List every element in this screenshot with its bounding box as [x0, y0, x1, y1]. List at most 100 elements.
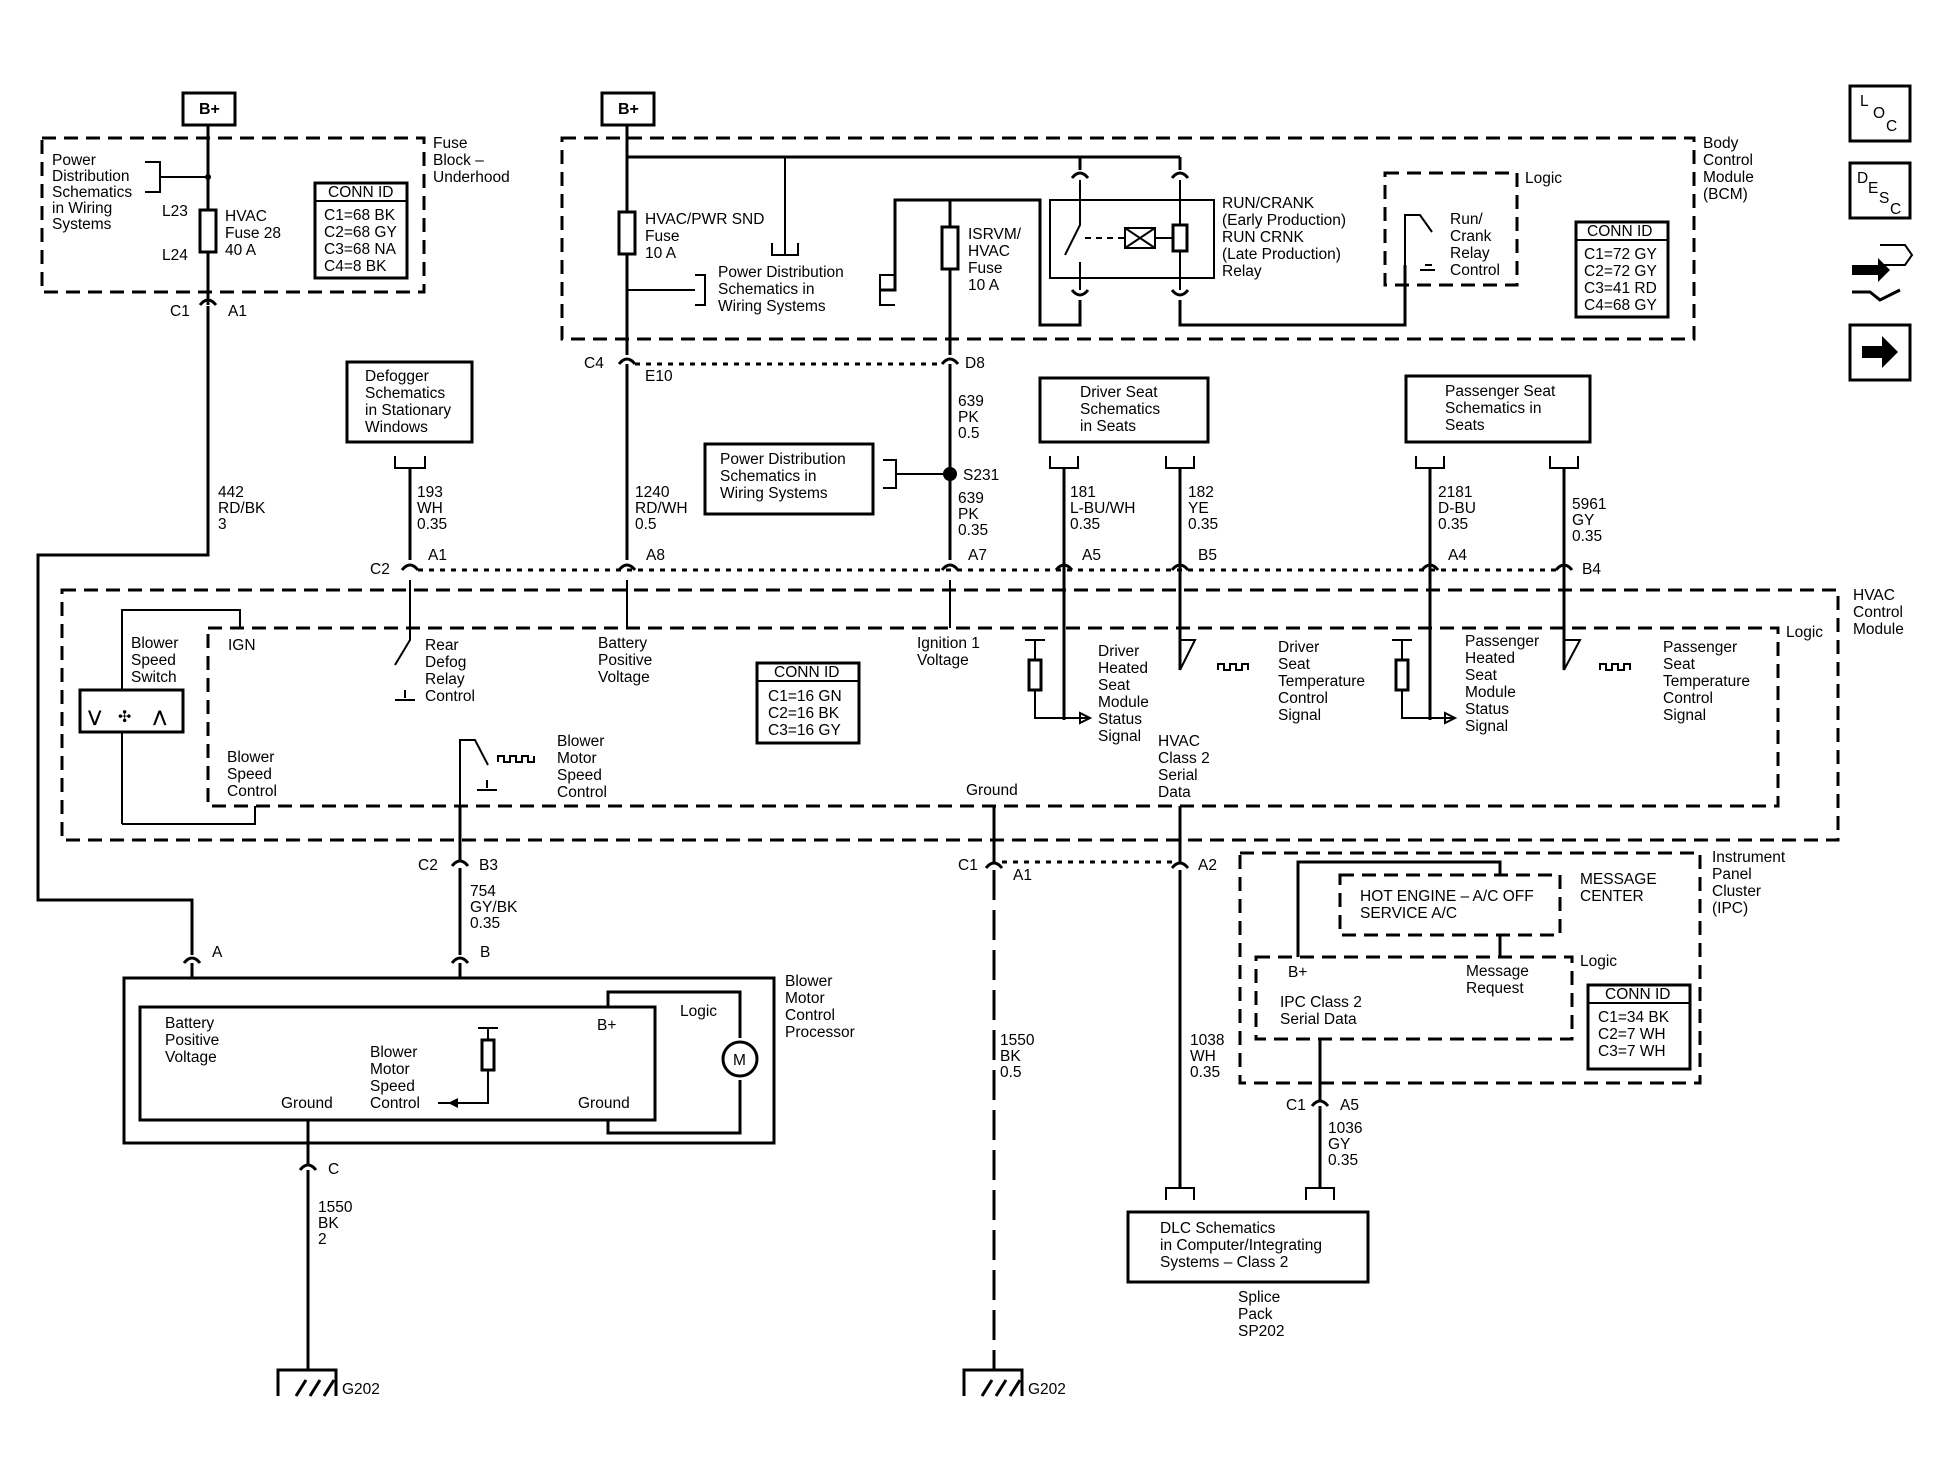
fuse-block-pds-ref: Power Distribution Schematics in Wiring …: [52, 152, 132, 233]
isrvm-fuse-label: ISRVM/ HVAC Fuse 10 A: [968, 226, 1022, 294]
fuse-block-conn-list: C1=68 BK C2=68 GY C3=68 NA C4=8 BK: [324, 207, 397, 275]
svg-text:C: C: [1890, 201, 1901, 218]
blower-motor-speed-label: Blower Motor Speed Control: [557, 733, 607, 801]
pds-bracket-left: [145, 161, 208, 193]
svg-text:0.5: 0.5: [1000, 1064, 1022, 1081]
bcm-pds-ref: Power Distribution Schematics in Wiring …: [718, 264, 844, 315]
svg-text:1038: 1038: [1190, 1032, 1224, 1049]
svg-text:1550: 1550: [1000, 1032, 1035, 1049]
svg-text:0.35: 0.35: [958, 522, 988, 539]
svg-text:Signal: Signal: [1465, 718, 1508, 735]
svg-text:HVAC: HVAC: [1853, 587, 1895, 604]
svg-text:Systems – Class 2: Systems – Class 2: [1160, 1254, 1288, 1271]
run-crank-relay: [1049, 199, 1215, 279]
ignition-voltage-label: Ignition 1 Voltage: [917, 635, 980, 669]
svg-text:C2=16 BK: C2=16 BK: [768, 705, 840, 722]
svg-text:YE: YE: [1188, 500, 1209, 517]
logic-label: Logic: [1525, 170, 1562, 187]
svg-text:Passenger: Passenger: [1663, 639, 1737, 656]
driver-heated-seat-label: Driver Heated Seat Module Status Signal: [1098, 643, 1149, 745]
hvac-fuse-28: [198, 208, 218, 254]
svg-text:1550: 1550: [318, 1199, 353, 1216]
svg-text:Blower: Blower: [370, 1044, 417, 1061]
svg-text:Relay: Relay: [425, 671, 465, 688]
svg-text:Voltage: Voltage: [165, 1049, 217, 1066]
svg-text:(Late Production): (Late Production): [1222, 246, 1341, 263]
svg-text:2: 2: [318, 1231, 327, 1248]
svg-text:in Seats: in Seats: [1080, 418, 1136, 435]
pds-stub: [771, 157, 799, 256]
conn-label: A1: [228, 303, 247, 320]
svg-text:Schematics in: Schematics in: [1445, 400, 1541, 417]
svg-text:Status: Status: [1465, 701, 1509, 718]
wire-1036-label: 1036 GY 0.35: [1328, 1120, 1362, 1169]
svg-text:Fuse: Fuse: [433, 135, 467, 152]
svg-text:3: 3: [218, 516, 227, 533]
svg-text:Ground: Ground: [281, 1095, 333, 1112]
loc-icon[interactable]: L O C: [1848, 84, 1912, 143]
svg-text:HVAC: HVAC: [1158, 733, 1200, 750]
svg-text:C1=72 GY: C1=72 GY: [1584, 246, 1657, 263]
svg-text:D8: D8: [965, 355, 985, 372]
svg-text:A2: A2: [1198, 857, 1217, 874]
svg-text:Switch: Switch: [131, 669, 177, 686]
next-arrow-icon[interactable]: [1848, 323, 1912, 382]
svg-text:B4: B4: [1582, 561, 1601, 578]
svg-text:A8: A8: [646, 547, 665, 564]
svg-text:Passenger Seat: Passenger Seat: [1445, 383, 1556, 400]
svg-text:Voltage: Voltage: [917, 652, 969, 669]
l24-label: L24: [162, 247, 188, 264]
svg-text:Heated: Heated: [1098, 660, 1148, 677]
connectors-c2-row: [400, 563, 1574, 571]
wire-5961-label: 5961 GY 0.35: [1572, 496, 1606, 545]
wire-2181-label: 2181 D-BU 0.35: [1438, 484, 1476, 533]
svg-text:Control: Control: [227, 783, 277, 800]
svg-text:GY: GY: [1328, 1136, 1350, 1153]
processor-battery-label: Battery Positive Voltage: [165, 1015, 219, 1066]
hvac-conn-list: C1=16 GN C2=16 BK C3=16 GY: [768, 688, 842, 739]
desc-icon[interactable]: D E S C: [1848, 161, 1912, 220]
svg-text:A1: A1: [1013, 867, 1032, 884]
blower-speed-switch[interactable]: [78, 688, 185, 734]
svg-text:Signal: Signal: [1663, 707, 1706, 724]
svg-text:Logic: Logic: [1580, 953, 1617, 970]
b-plus-label-left: B+: [199, 101, 220, 118]
wire-1550b-label: 1550 BK 2: [318, 1199, 353, 1248]
message-text: HOT ENGINE – A/C OFF SERVICE A/C: [1360, 888, 1534, 922]
svg-text:Ignition 1: Ignition 1: [917, 635, 980, 652]
wire-1550a-label: 1550 BK 0.5: [1000, 1032, 1035, 1081]
svg-text:Schematics: Schematics: [365, 385, 445, 402]
svg-text:A5: A5: [1082, 547, 1101, 564]
wire-754-label: 754 GY/BK 0.35: [470, 883, 518, 932]
svg-text:Schematics: Schematics: [1080, 401, 1160, 418]
svg-text:0.35: 0.35: [1328, 1152, 1358, 1169]
svg-text:Control: Control: [1278, 690, 1328, 707]
svg-text:PK: PK: [958, 506, 979, 523]
svg-text:Ground: Ground: [578, 1095, 630, 1112]
connector-tool-icon[interactable]: [1852, 244, 1914, 302]
svg-text:Cluster: Cluster: [1712, 883, 1761, 900]
svg-text:Request: Request: [1466, 980, 1524, 997]
svg-text:Module: Module: [1703, 169, 1754, 186]
svg-text:Schematics: Schematics: [52, 184, 132, 201]
svg-text:Motor: Motor: [785, 990, 825, 1007]
svg-text:BK: BK: [318, 1215, 339, 1232]
svg-text:Message: Message: [1466, 963, 1529, 980]
svg-text:Fuse 28: Fuse 28: [225, 225, 281, 242]
svg-text:Power Distribution: Power Distribution: [720, 451, 846, 468]
passenger-heated-seat-label: Passenger Heated Seat Module Status Sign…: [1465, 633, 1539, 735]
svg-text:0.35: 0.35: [1070, 516, 1100, 533]
svg-text:Fuse: Fuse: [968, 260, 1002, 277]
svg-text:G202: G202: [342, 1381, 380, 1398]
svg-text:Control: Control: [1450, 262, 1500, 279]
splice-pack-label: Splice Pack SP202: [1238, 1289, 1285, 1340]
svg-text:GY: GY: [1572, 512, 1594, 529]
svg-text:Pack: Pack: [1238, 1306, 1273, 1323]
svg-text:1036: 1036: [1328, 1120, 1362, 1137]
fuse-block-underhood: [40, 136, 426, 294]
svg-text:Motor: Motor: [557, 750, 597, 767]
svg-text:Speed: Speed: [227, 766, 272, 783]
svg-text:C1: C1: [958, 857, 978, 874]
svg-text:C3=16 GY: C3=16 GY: [768, 722, 841, 739]
